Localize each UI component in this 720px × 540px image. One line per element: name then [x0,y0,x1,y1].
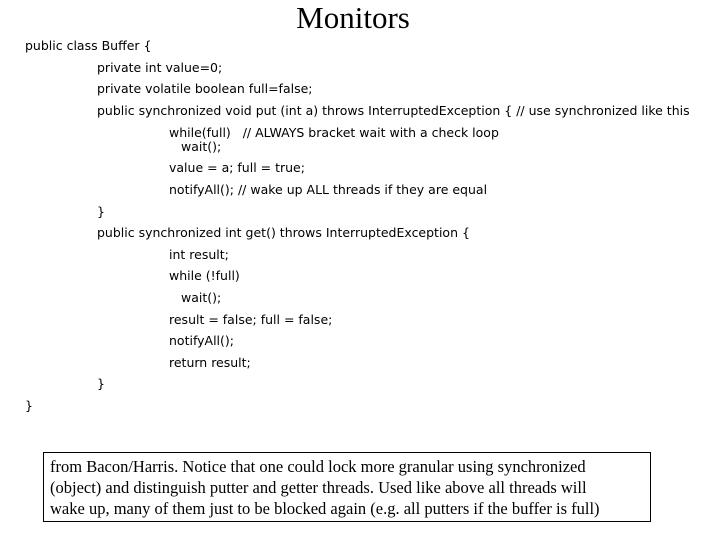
code-line: while (!full) [169,268,240,283]
note-box: from Bacon/Harris. Notice that one could… [43,452,651,522]
code-line: public class Buffer { [25,38,152,53]
code-line: result = false; full = false; [169,312,333,327]
code-line: } [97,204,105,219]
code-line: private volatile boolean full=false; [97,81,313,96]
code-line: } [25,398,33,413]
code-line: } [97,376,105,391]
code-line: notifyAll(); // wake up ALL threads if t… [169,182,488,197]
code-line: int result; [169,247,229,262]
code-line: wait(); [181,139,222,154]
slide-title-text: Monitors [296,0,410,35]
code-line: while(full) // ALWAYS bracket wait with … [169,125,499,140]
code-block: public class Buffer { private int value=… [0,0,690,413]
code-line: public synchronized void put (int a) thr… [97,103,690,118]
code-line: return result; [169,355,251,370]
slide-title: Monitors [0,0,720,36]
code-line: public synchronized int get() throws Int… [97,225,470,240]
code-line: private int value=0; [97,60,223,75]
note-line: (object) and distinguish putter and gett… [50,478,587,497]
code-line: wait(); [181,290,222,305]
note-line: from Bacon/Harris. Notice that one could… [50,457,586,476]
note-line: wake up, many of them just to be blocked… [50,499,600,518]
code-line: value = a; full = true; [169,160,305,175]
code-line: notifyAll(); [169,333,234,348]
